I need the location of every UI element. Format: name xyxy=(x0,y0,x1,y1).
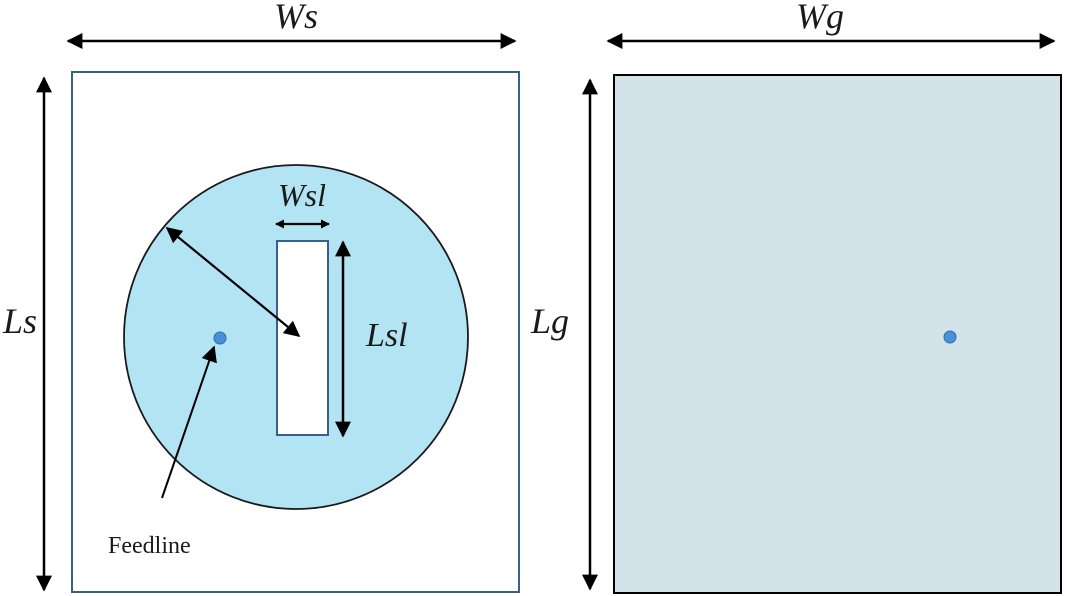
feedline-pointer-arrow xyxy=(161,345,217,499)
feedline-label: Feedline xyxy=(108,533,191,559)
ws-label: Ws xyxy=(274,0,318,36)
ground-feed-point xyxy=(943,330,957,344)
wsl-label: Wsl xyxy=(278,177,326,213)
wg-label: Wg xyxy=(796,0,844,36)
feed-point xyxy=(213,331,227,345)
ground-plane xyxy=(613,74,1062,594)
slot xyxy=(276,240,329,436)
lg-label: Lg xyxy=(530,301,569,341)
front-view: Ws Ls Wsl Lsl Feedline xyxy=(2,0,520,593)
lsl-label: Lsl xyxy=(365,317,408,354)
radius-arrow xyxy=(165,226,301,338)
ls-label: Ls xyxy=(2,301,37,341)
back-view: Wg Lg xyxy=(530,0,1062,594)
